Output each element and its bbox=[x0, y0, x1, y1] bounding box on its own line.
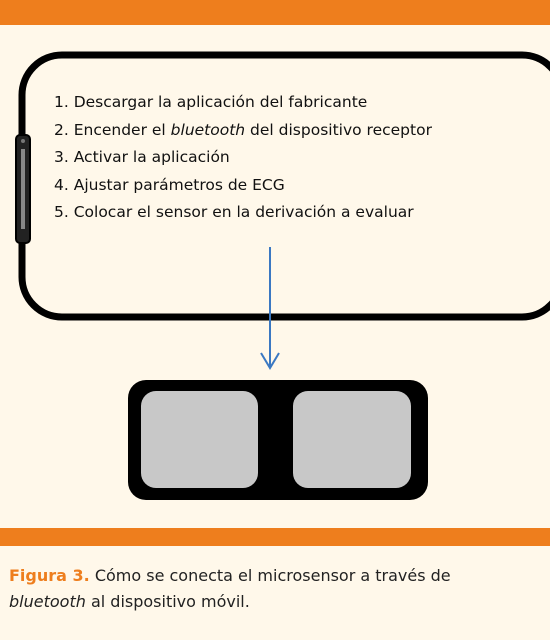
step-item: 3. Activar la aplicación bbox=[54, 148, 230, 166]
step-item: 5. Colocar el sensor en la derivación a … bbox=[54, 203, 414, 221]
steps-list: 1. Descargar la aplicación del fabricant… bbox=[54, 89, 432, 227]
step-text: 2. Encender el bbox=[54, 120, 171, 139]
top-accent-bar bbox=[0, 0, 550, 25]
figure-3-diagram: 1. Descargar la aplicación del fabricant… bbox=[0, 25, 550, 528]
figure-caption: Figura 3. Cómo se conecta el microsensor… bbox=[9, 563, 549, 615]
bottom-accent-bar bbox=[0, 528, 550, 546]
arrow-down-icon bbox=[260, 352, 280, 370]
step-text: del dispositivo receptor bbox=[245, 120, 432, 139]
sensor-electrode-left bbox=[141, 391, 258, 488]
diagram-svg bbox=[15, 51, 550, 500]
step-emphasis: bluetooth bbox=[170, 120, 246, 139]
step-item: 1. Descargar la aplicación del fabricant… bbox=[54, 93, 368, 111]
caption-text-end: al dispositivo móvil. bbox=[85, 592, 250, 611]
sensor-electrode-right bbox=[293, 391, 411, 488]
step-item: 2. Encender el bluetooth del dispositivo… bbox=[54, 117, 432, 145]
figure-label: Figura 3. bbox=[9, 566, 90, 585]
step-item: 4. Ajustar parámetros de ECG bbox=[54, 175, 285, 194]
caption-emphasis: bluetooth bbox=[9, 592, 86, 611]
phone-camera bbox=[21, 139, 25, 143]
caption-text: Cómo se conecta el microsensor a través … bbox=[89, 566, 451, 585]
phone-side-button-highlight bbox=[21, 149, 25, 229]
